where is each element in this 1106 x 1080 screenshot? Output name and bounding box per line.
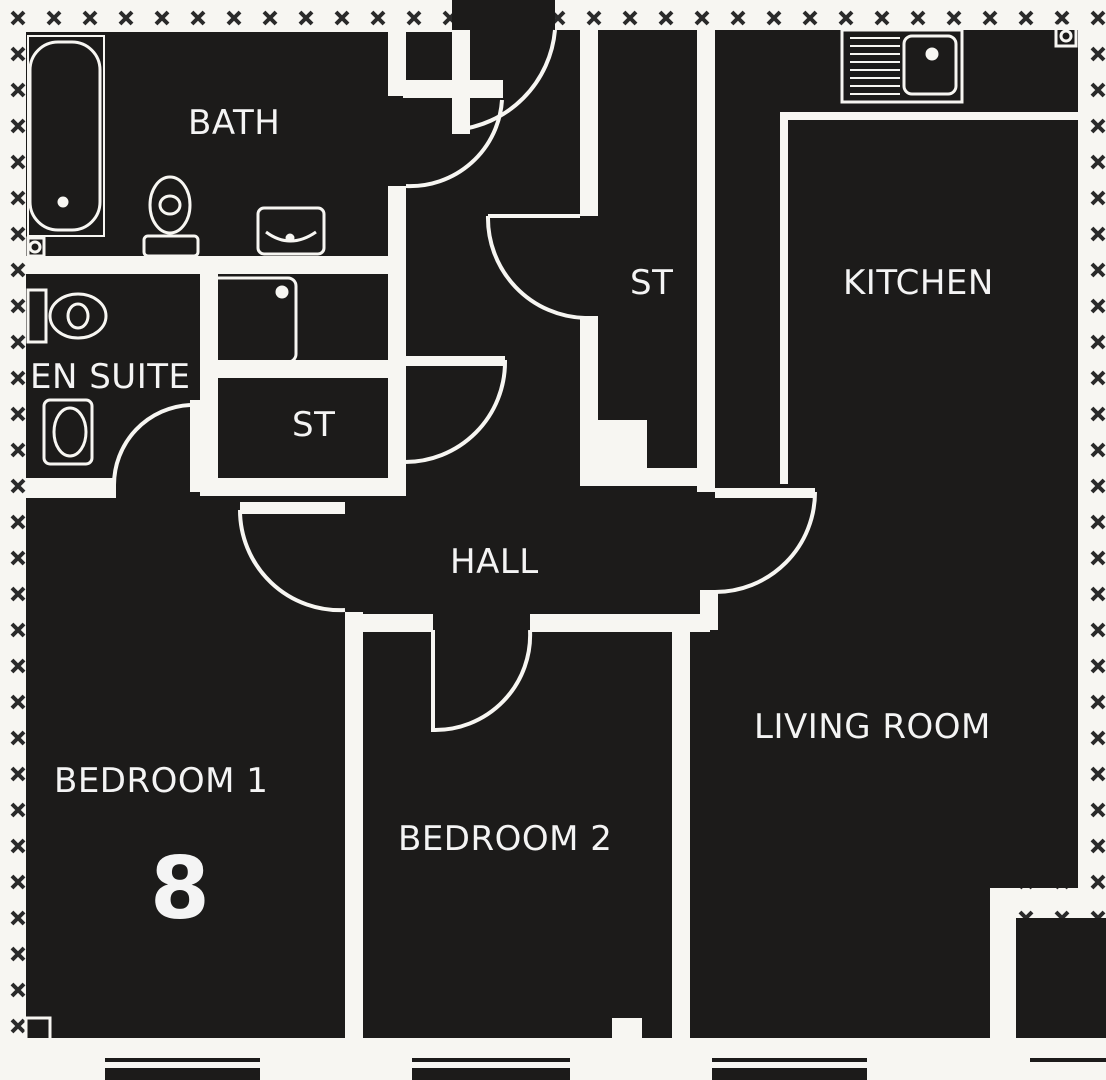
door-swings: [111, 29, 817, 733]
boiler-icon: [1054, 24, 1078, 48]
bathtub-icon: [26, 35, 105, 258]
room-label-hall: HALL: [450, 542, 539, 582]
room-label-store-2: ST: [630, 263, 674, 303]
ensuite-toilet-icon: [26, 288, 108, 344]
toilet-icon: [142, 175, 200, 258]
room-label-kitchen: KITCHEN: [843, 263, 994, 303]
internal-walls: [24, 30, 1080, 1042]
room-label-en-suite: EN SUITE: [30, 357, 191, 397]
room-label-bedroom-1: BEDROOM 1: [54, 761, 269, 801]
room-label-store-1: ST: [292, 405, 336, 445]
unit-number: 8: [150, 839, 210, 939]
washbasin-icon: [256, 206, 326, 256]
room-label-bath: BATH: [188, 103, 281, 143]
room-label-living-room: LIVING ROOM: [754, 707, 991, 747]
kitchen-sink-icon: [840, 28, 964, 104]
ensuite-basin-icon: [42, 398, 94, 466]
shower-tray-icon: [206, 276, 298, 364]
room-label-bedroom-2: BEDROOM 2: [398, 819, 613, 859]
